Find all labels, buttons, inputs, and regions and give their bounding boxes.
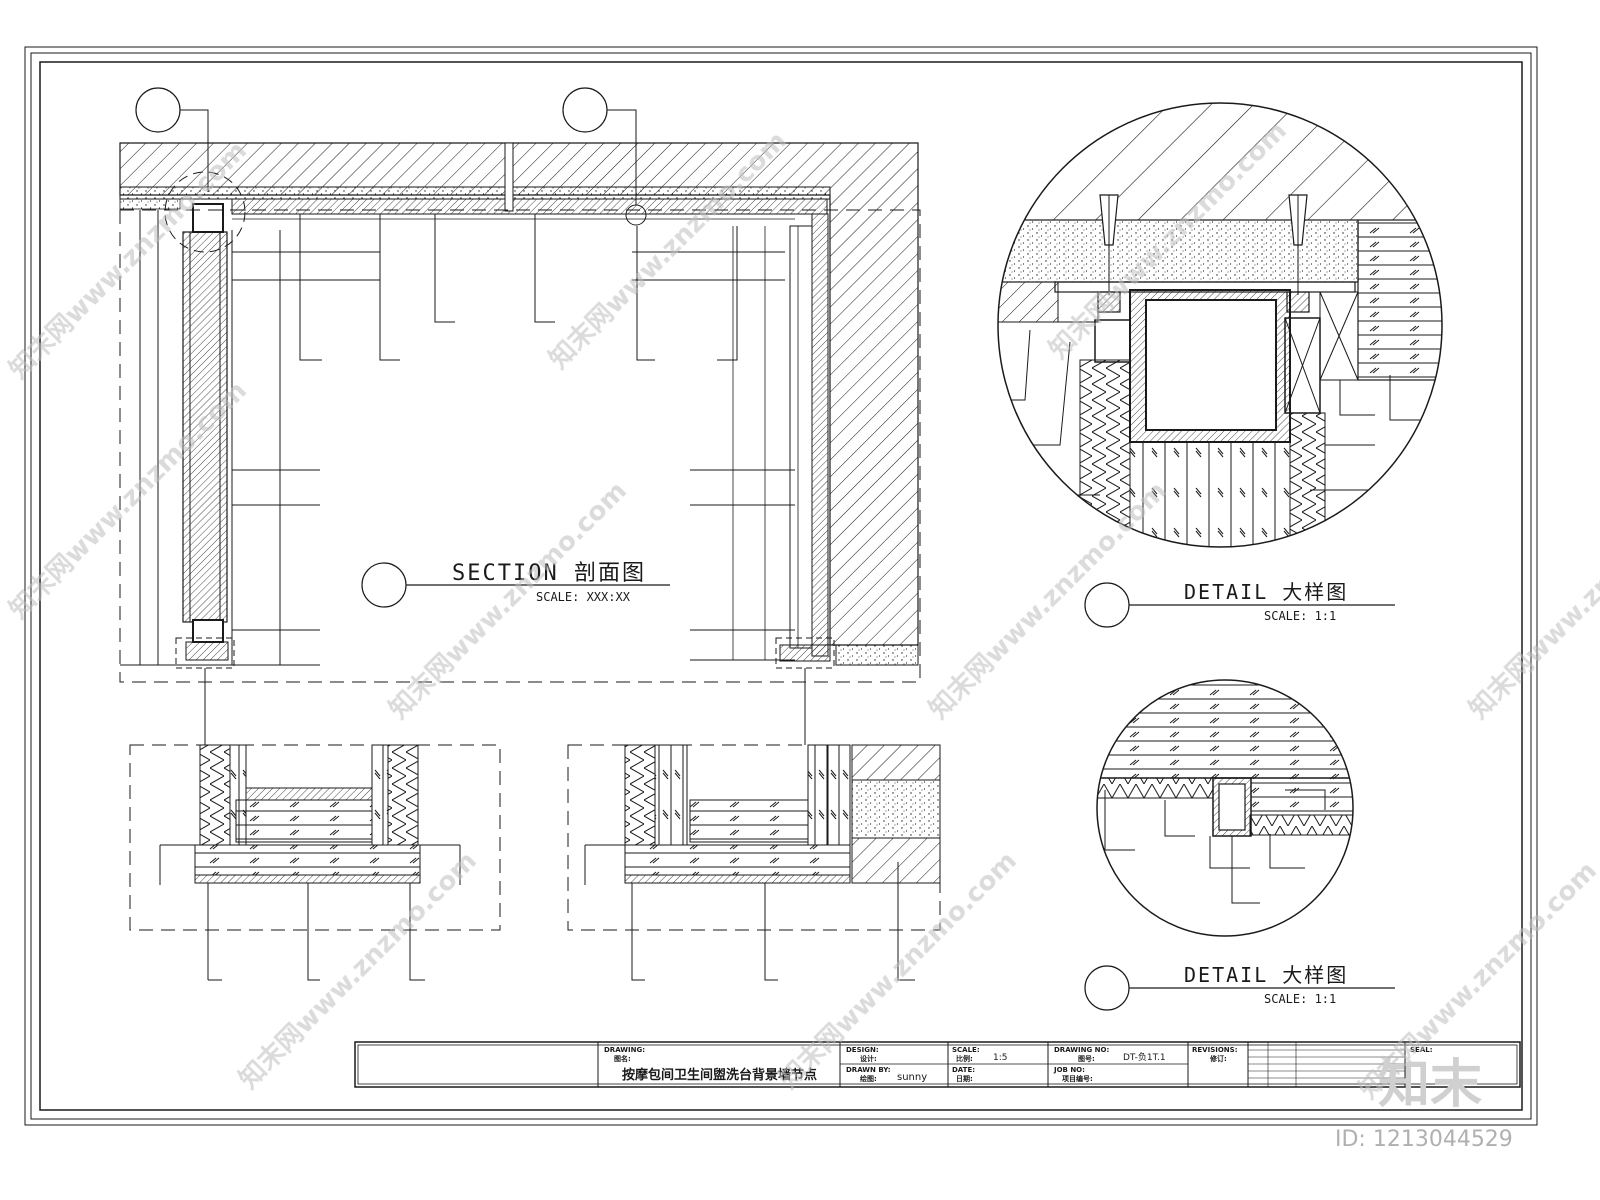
date-label-cn: 日期: [956, 1074, 973, 1083]
drawing-no-label: DRAWING NO: [1054, 1046, 1109, 1054]
design-label-cn: 设计: [860, 1054, 877, 1063]
section-title: SECTION 剖面图 [452, 561, 646, 586]
section-scale: SCALE: XXX:XX [536, 590, 631, 604]
section-view [119, 87, 921, 745]
left-top-tube [192, 203, 224, 233]
section-title-circle [361, 562, 407, 608]
date-label: DATE: [952, 1066, 975, 1074]
callout-circle-mid [562, 87, 608, 133]
detail1-title-circle [1084, 582, 1130, 628]
scale-label-cn: 比例: [956, 1054, 973, 1063]
design-label: DESIGN: [846, 1046, 879, 1054]
detail-circle-2 [1084, 679, 1395, 1011]
detail-mark-circle [164, 171, 246, 253]
drawing-label-cn: 图名: [614, 1054, 631, 1063]
detail1-scale: SCALE: 1:1 [1264, 609, 1336, 623]
title-block [354, 1041, 1521, 1088]
drawing-no-value: DT-负1T.1 [1123, 1051, 1166, 1063]
job-no-label: JOB NO: [1053, 1066, 1085, 1074]
drawing-label: DRAWING: [604, 1046, 645, 1054]
seal-label: SEAL: [1410, 1046, 1433, 1054]
job-no-label-cn: 项目编号: [1062, 1074, 1093, 1083]
revisions-label-cn: 修订: [1209, 1054, 1227, 1063]
detail2-title-circle [1084, 965, 1130, 1011]
brand-logo: 知末 [1378, 1055, 1482, 1115]
detail1-title: DETAIL 大样图 [1184, 580, 1348, 604]
drawing-no-label-cn: 图号: [1078, 1054, 1095, 1063]
watermark-text: 知末网www.znzmo.com [1464, 476, 1600, 725]
drawn-by-value: sunny [897, 1072, 927, 1083]
title-block-text: DRAWING: 图名: 按摩包间卫生间盥洗台背景墙节点 DESIGN: 设计:… [604, 1046, 1433, 1083]
callout-circle-left [135, 87, 181, 133]
image-id: ID: 1213044529 [1335, 1127, 1513, 1152]
detail2-title: DETAIL 大样图 [1184, 963, 1348, 987]
drawn-by-label: DRAWN BY: [846, 1066, 891, 1074]
watermark-text: 知末网www.znzmo.com [924, 476, 1173, 725]
sheet-border [24, 46, 1538, 1126]
right-board-layer [811, 213, 829, 657]
bottom-detail-left [129, 744, 501, 981]
left-bottom-tube [192, 619, 224, 643]
revisions-label: REVISIONS: [1192, 1046, 1238, 1054]
drawing-name: 按摩包间卫生间盥洗台背景墙节点 [622, 1067, 817, 1083]
detail2-scale: SCALE: 1:1 [1264, 992, 1336, 1006]
scale-value: 1:5 [993, 1053, 1007, 1063]
bottom-detail-right [567, 744, 941, 981]
scale-label: SCALE: [952, 1046, 980, 1054]
section-dashed-boundary [119, 209, 921, 683]
drawn-by-label-cn: 绘图: [860, 1074, 877, 1083]
